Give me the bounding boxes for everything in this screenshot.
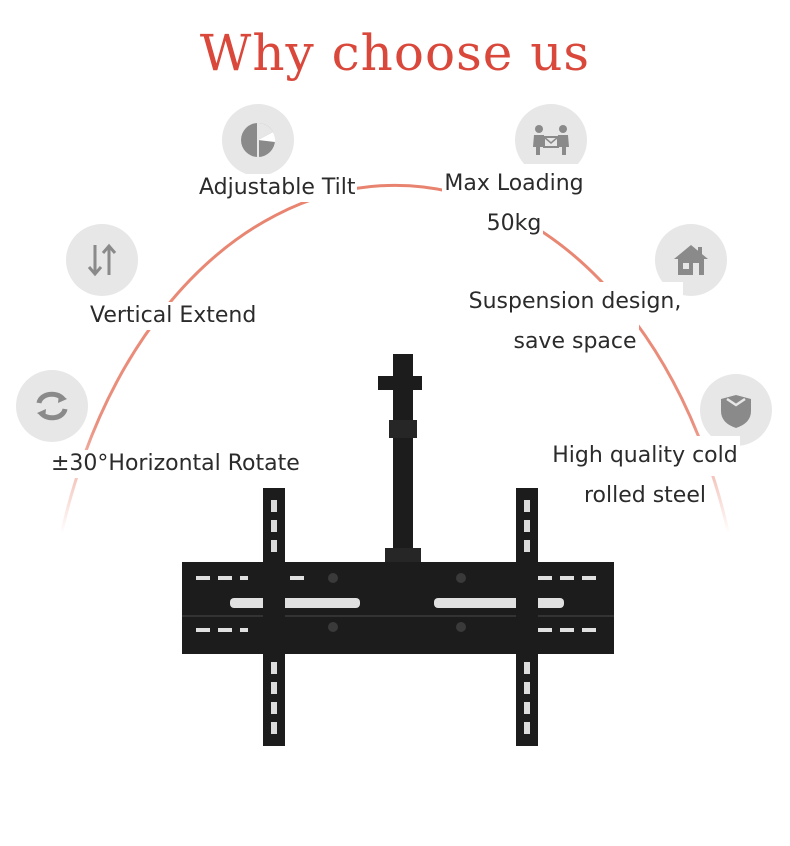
rotate-icon (16, 370, 88, 442)
shield-icon (700, 374, 772, 446)
feature-label-vertical: Vertical Extend (88, 302, 259, 330)
feature-label-loading: Max Loading 50kg (428, 164, 600, 244)
vertical-arrows-icon (66, 224, 138, 296)
feature-label-steel: High quality cold rolled steel (540, 436, 750, 516)
feature-label-tilt: Adjustable Tilt (197, 174, 358, 202)
feature-label-rotate: ±30°Horizontal Rotate (49, 450, 302, 478)
page-title: Why choose us (199, 24, 591, 82)
tilt-icon (222, 104, 294, 176)
feature-label-suspension: Suspension design, save space (448, 282, 702, 362)
